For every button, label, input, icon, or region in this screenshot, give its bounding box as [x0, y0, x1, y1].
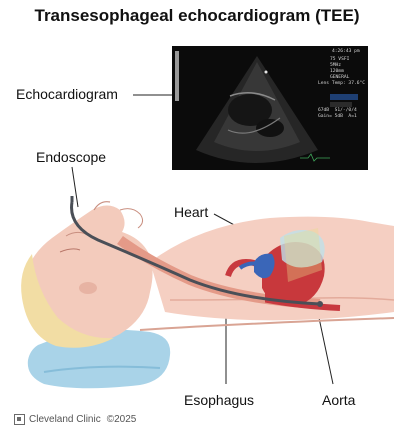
monitor-time: 4:26:43 pm — [332, 49, 360, 55]
cleveland-clinic-logo: Cleveland Clinic ©2025 — [14, 414, 136, 425]
aorta-label: Aorta — [322, 392, 355, 408]
monitor-line6: Lens Temp: 37.6°C — [318, 81, 365, 87]
monitor-line8: Gain= 5dB A=1 — [318, 114, 357, 120]
esophagus-label: Esophagus — [184, 392, 254, 408]
patient-head — [21, 202, 152, 348]
cleveland-clinic-logo-icon — [14, 414, 25, 425]
endoscope-label: Endoscope — [36, 149, 106, 165]
monitor-line2: 75 VSFI — [330, 57, 349, 63]
monitor-line4: 120mm — [330, 69, 344, 75]
heart-label: Heart — [174, 204, 208, 220]
copyright-text: ©2025 — [107, 414, 137, 425]
monitor-line3: 5MHz — [330, 63, 341, 69]
logo-text: Cleveland Clinic — [29, 414, 101, 425]
monitor-line7: 67dB S1/-/0/4 — [318, 108, 357, 114]
echocardiogram-label: Echocardiogram — [16, 86, 118, 102]
monitor-line5: GENERAL — [330, 75, 349, 81]
